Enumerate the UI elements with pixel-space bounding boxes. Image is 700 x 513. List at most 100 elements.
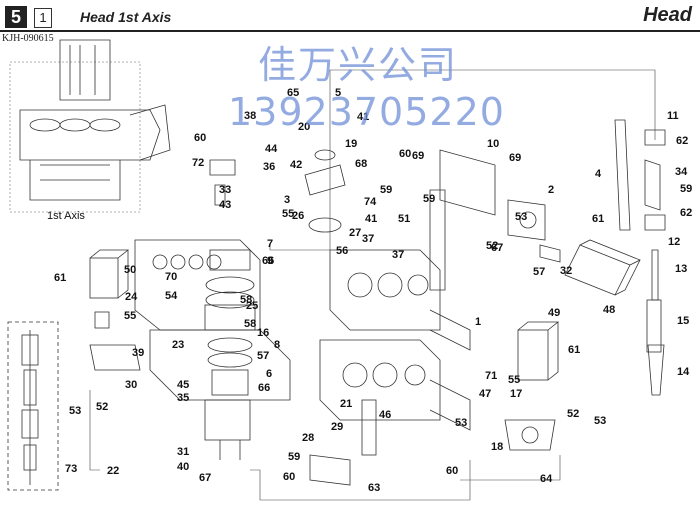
part-number-2: 2: [548, 184, 554, 196]
part-number-30: 30: [125, 379, 137, 391]
part-number-63: 63: [368, 482, 380, 494]
part-number-40: 40: [177, 461, 189, 473]
watermark-company: 佳万兴公司: [258, 43, 459, 87]
part-number-10: 10: [487, 138, 499, 150]
part-number-51: 51: [398, 213, 410, 225]
part-number-59-repeat: 59: [680, 183, 692, 195]
page-number-box: 1: [34, 8, 52, 28]
inset-caption: 1st Axis: [47, 210, 85, 222]
shaft-assembly-box: [7, 321, 59, 491]
part-number-47: 47: [479, 388, 491, 400]
part-number-58: 58: [244, 318, 256, 330]
part-number-9: 9: [267, 255, 273, 267]
part-number-71: 71: [485, 370, 497, 382]
part-number-27: 27: [349, 227, 361, 239]
part-number-16: 16: [257, 327, 269, 339]
header-rule: [0, 30, 700, 32]
part-number-31: 31: [177, 446, 189, 458]
part-number-54: 54: [165, 290, 178, 302]
motor-50-drawing: [89, 249, 141, 371]
part-number-50: 50: [124, 264, 136, 276]
part-number-43: 43: [219, 199, 231, 211]
part-number-60-repeat: 60: [283, 471, 295, 483]
section-number-box: 5: [5, 6, 27, 28]
part-number-41-repeat: 41: [365, 213, 377, 225]
page-header: 5 1 Head 1st Axis Head: [0, 0, 700, 34]
part-number-24: 24: [125, 291, 138, 303]
part-number-69-repeat: 69: [412, 150, 424, 162]
part-number-60-repeat: 60: [446, 465, 458, 477]
part-number-12: 12: [668, 236, 680, 248]
exploded-parts-diagram: 1st Axis12345678910111213141516171819202…: [7, 39, 692, 501]
part-number-67-repeat: 67: [199, 472, 211, 484]
part-number-69: 69: [509, 152, 521, 164]
part-number-26: 26: [292, 210, 304, 222]
part-number-11: 11: [667, 110, 679, 122]
part-number-73: 73: [65, 463, 77, 475]
part-number-17: 17: [510, 388, 522, 400]
watermark-phone: 13923705220: [228, 90, 505, 134]
part-number-7: 7: [267, 238, 273, 250]
part-number-66-repeat: 66: [258, 382, 270, 394]
part-number-42: 42: [290, 159, 302, 171]
part-number-74: 74: [364, 196, 377, 208]
part-number-53-repeat: 53: [594, 415, 606, 427]
motor-48-drawing: [539, 239, 641, 296]
part-number-58-repeat: 58: [240, 294, 252, 306]
part-number-56: 56: [336, 245, 348, 257]
part-number-14: 14: [677, 366, 690, 378]
part-number-48: 48: [603, 304, 615, 316]
part-number-46: 46: [379, 409, 391, 421]
part-number-70: 70: [165, 271, 177, 283]
part-number-8: 8: [274, 339, 280, 351]
part-number-41: 41: [357, 111, 369, 123]
right-rail-and-brackets: [614, 119, 666, 396]
part-number-34: 34: [675, 166, 688, 178]
part-number-1: 1: [475, 316, 481, 328]
part-number-52: 52: [486, 240, 498, 252]
part-number-72: 72: [192, 157, 204, 169]
part-number-18: 18: [491, 441, 503, 453]
part-number-6: 6: [266, 368, 272, 380]
spindle-stack: [204, 249, 256, 460]
part-number-22: 22: [107, 465, 119, 477]
part-number-57: 57: [533, 266, 545, 278]
part-number-60-repeat: 60: [399, 148, 411, 160]
part-number-36: 36: [263, 161, 275, 173]
part-number-59-repeat: 59: [288, 451, 300, 463]
leader-lines: [89, 69, 656, 501]
part-number-61-repeat: 61: [568, 344, 580, 356]
part-number-25: 25: [246, 300, 258, 312]
part-number-67: 67: [491, 242, 503, 254]
part-number-53-repeat: 53: [69, 405, 81, 417]
part-number-68: 68: [355, 158, 367, 170]
part-number-66: 66: [262, 255, 274, 267]
part-number-59-repeat: 59: [423, 193, 435, 205]
part-number-55: 55: [124, 310, 136, 322]
part-number-59: 59: [380, 184, 392, 196]
part-number-61-repeat: 61: [54, 272, 66, 284]
motor-49-drawing: [504, 321, 560, 451]
part-number-44: 44: [265, 143, 278, 155]
part-number-62-repeat: 62: [680, 207, 692, 219]
part-number-52-repeat: 52: [567, 408, 579, 420]
part-number-20: 20: [298, 121, 310, 133]
part-number-3: 3: [284, 194, 290, 206]
part-number-60: 60: [194, 132, 206, 144]
part-number-53-repeat: 53: [515, 211, 527, 223]
part-number-55-repeat: 55: [282, 208, 294, 220]
part-number-19: 19: [345, 138, 357, 150]
part-number-23: 23: [172, 339, 184, 351]
part-number-64: 64: [540, 473, 553, 485]
lower-carrier-plate: [134, 239, 291, 401]
part-number-52-repeat: 52: [96, 401, 108, 413]
part-number-15: 15: [677, 315, 689, 327]
page-title: Head 1st Axis: [80, 9, 172, 25]
part-number-35: 35: [177, 392, 189, 404]
document-code: KJH-090615: [2, 33, 54, 44]
part-number-49: 49: [548, 307, 560, 319]
part-number-28: 28: [302, 432, 314, 444]
part-number-45: 45: [177, 379, 189, 391]
part-number-29: 29: [331, 421, 343, 433]
part-number-13: 13: [675, 263, 687, 275]
